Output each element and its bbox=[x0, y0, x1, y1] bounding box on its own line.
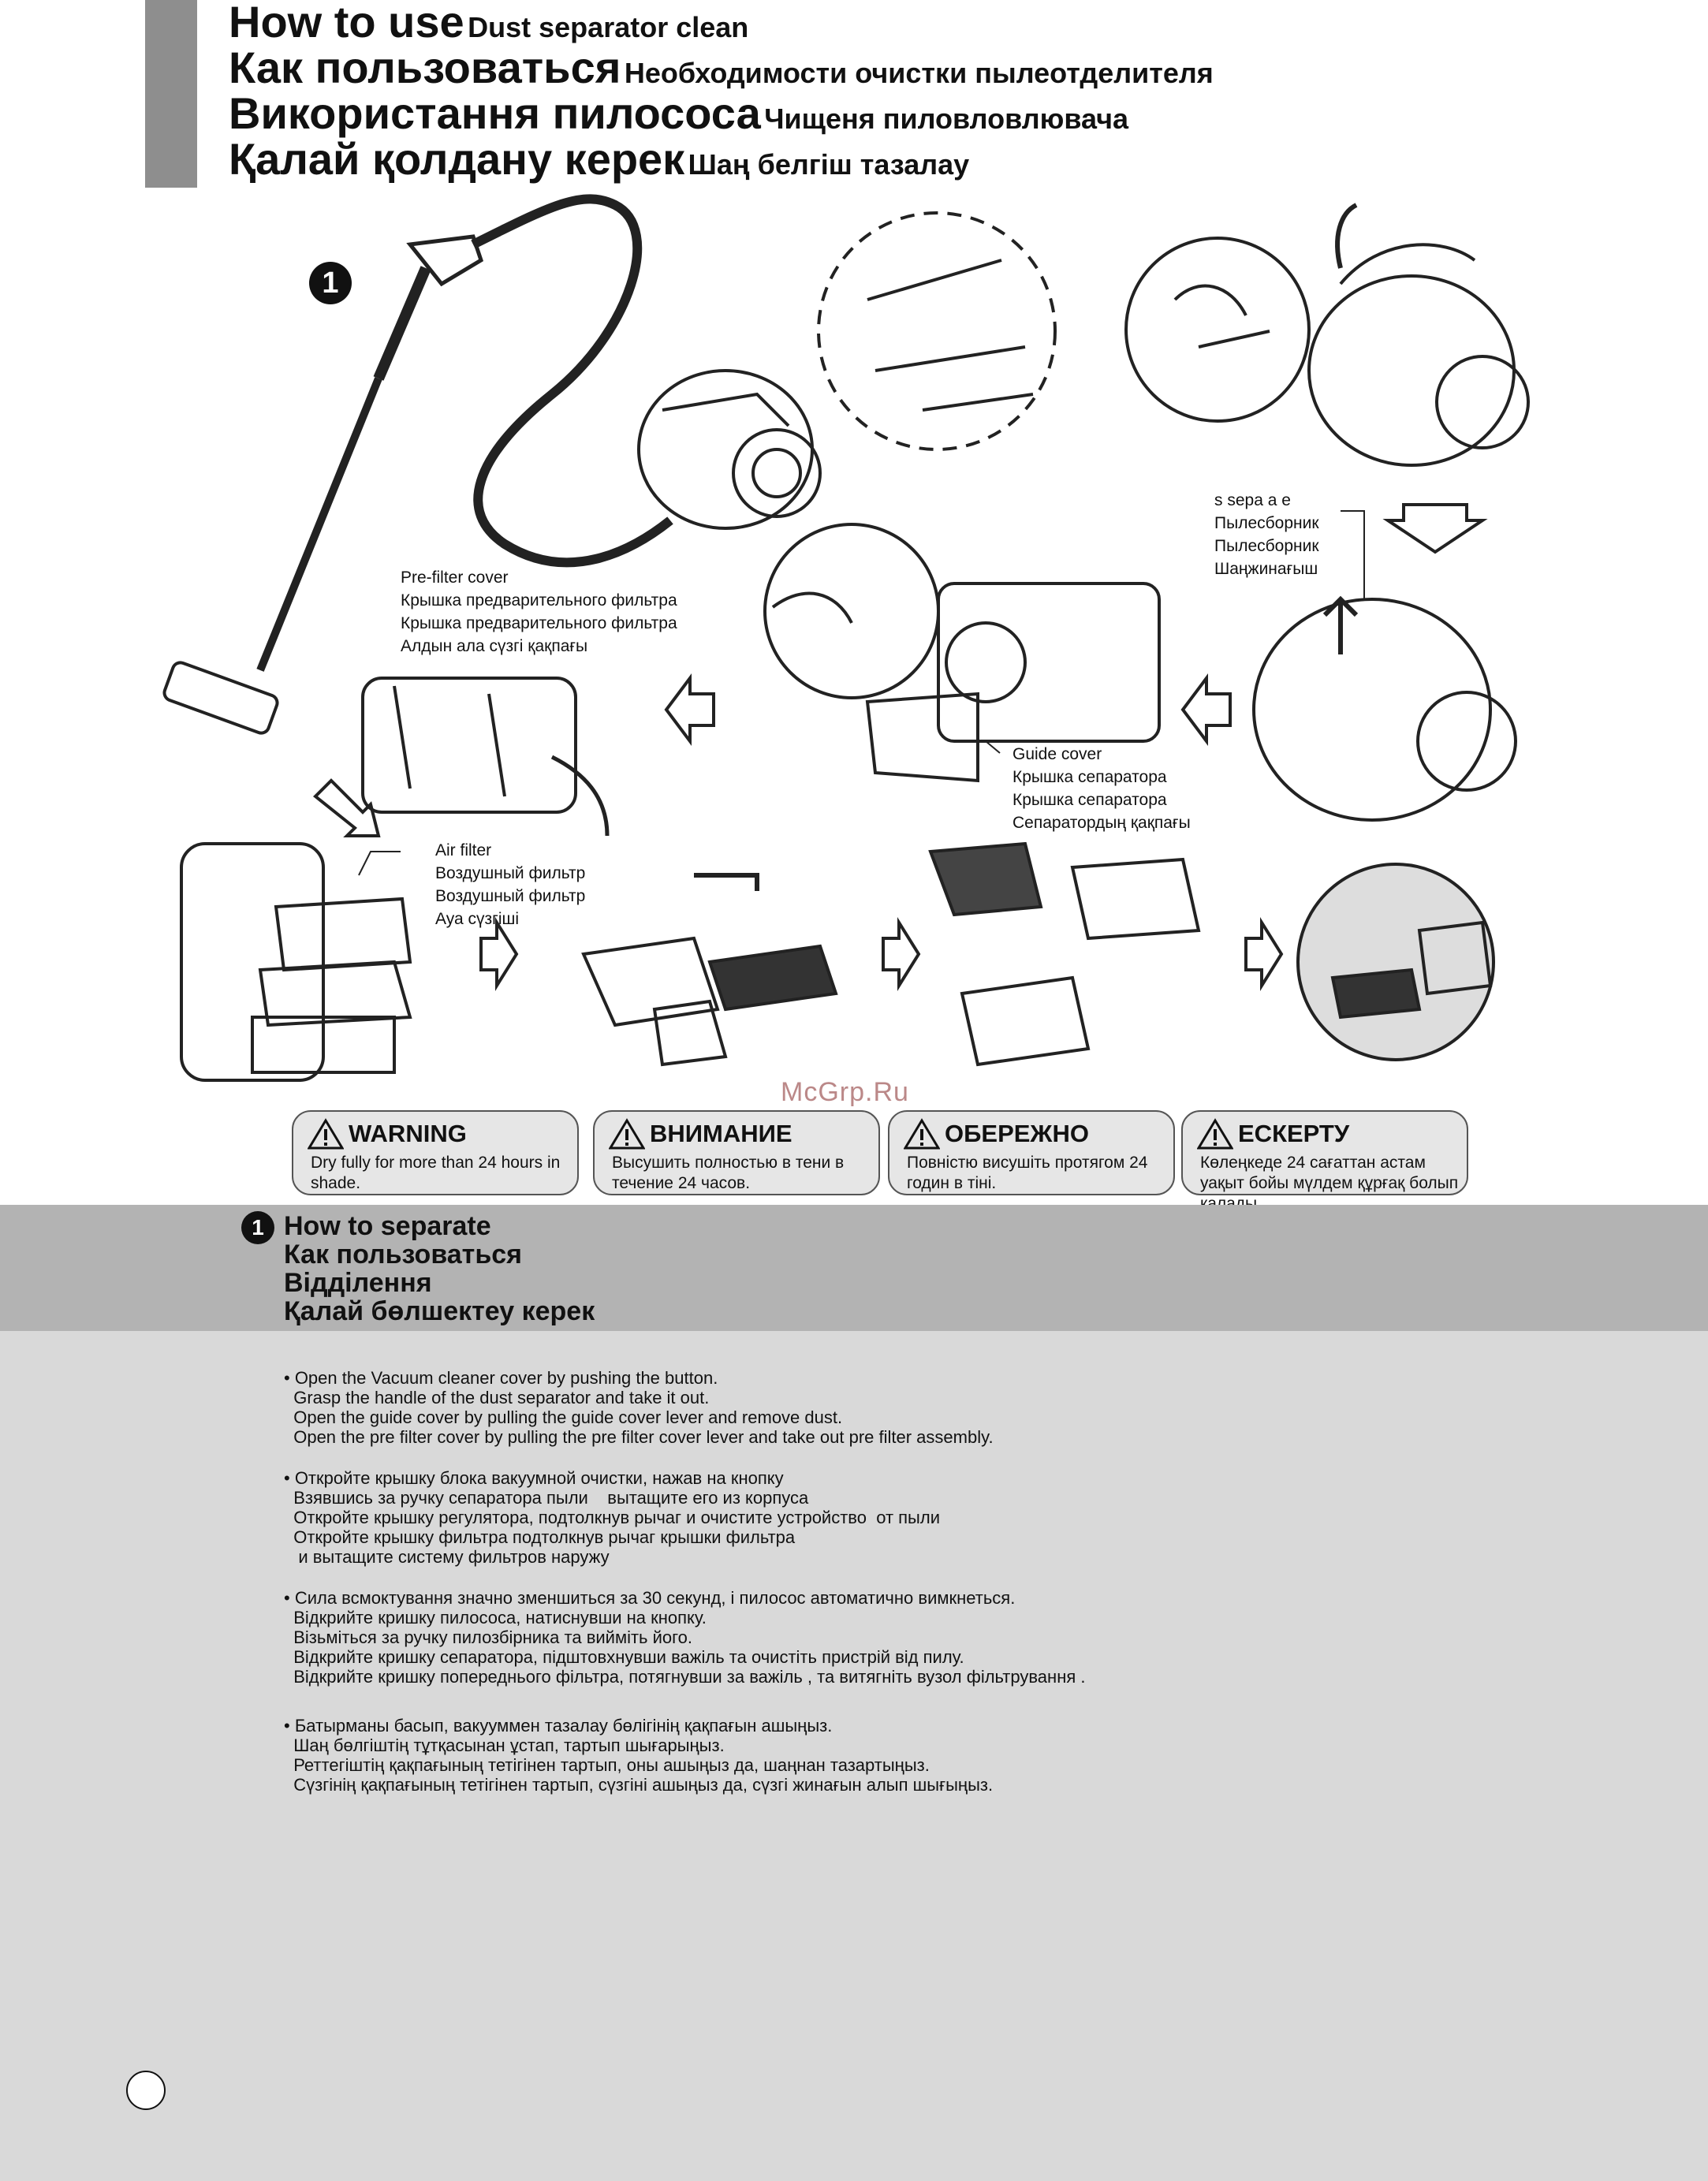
illustration-canvas bbox=[162, 194, 1530, 1082]
title-main-kk: Қалай қолдану керек bbox=[229, 134, 685, 184]
warning-text: Көлеңкеде 24 сағаттан астам уақыт бойы м… bbox=[1200, 1154, 1459, 1213]
step-badge: 1 bbox=[309, 262, 352, 304]
dust-separator-unit bbox=[937, 582, 1161, 743]
dust-separator-label-ru: Пылесборник bbox=[1214, 514, 1319, 532]
warning-title: ВНИМАНИЕ bbox=[650, 1120, 792, 1147]
section-title-kk: Қалай бөлшектеу керек bbox=[284, 1296, 595, 1326]
warning-text: Dry fully for more than 24 hours in shad… bbox=[311, 1154, 561, 1192]
zoom-detail-dried bbox=[1296, 863, 1495, 1061]
prefilter-cover-label-en: Pre-filter cover bbox=[401, 569, 509, 587]
air-filter-label-uk: Воздушный фильтр bbox=[435, 887, 586, 905]
instructions-kk: • Батырманы басып, вакууммен тазалау бөл… bbox=[284, 1716, 994, 1795]
warning-box-ru: ВНИМАНИЕ Высушить полностью в тени в теч… bbox=[593, 1110, 880, 1195]
air-filter-label-en: Air filter bbox=[435, 841, 492, 859]
watermark: McGrp.Ru bbox=[781, 1077, 909, 1107]
arrow-left-outline-1 bbox=[1180, 673, 1232, 746]
section-header-band bbox=[0, 1205, 1708, 1331]
guide-cover-label-uk: Крышка сепаратора bbox=[1012, 791, 1167, 809]
zoom-detail-button bbox=[1124, 237, 1311, 423]
title-line-ru: Как пользоваться Необходимости очистки п… bbox=[229, 46, 1214, 90]
prefilter-cover-label: Pre-filter cover Крышка предварительного… bbox=[401, 566, 677, 658]
guide-cover-label-ru: Крышка сепаратора bbox=[1012, 768, 1167, 786]
title-sub-kk: Шаң белгіш тазалау bbox=[688, 148, 970, 181]
vacuum-open-lid bbox=[1307, 274, 1516, 467]
arrow-right-outline-1 bbox=[479, 917, 519, 991]
drying-illustration bbox=[928, 841, 1043, 917]
warning-triangle-icon bbox=[904, 1118, 940, 1150]
warning-box-en: WARNING Dry fully for more than 24 hours… bbox=[292, 1110, 579, 1195]
header-accent-bar bbox=[145, 0, 197, 188]
guide-cover-label: Guide cover Крышка сепаратора Крышка сеп… bbox=[1012, 743, 1191, 834]
section-title-uk: Відділення bbox=[284, 1268, 432, 1298]
air-filter-label-kk: Ауа сүзгіші bbox=[435, 910, 520, 928]
title-main-ru: Как пользоваться bbox=[229, 43, 621, 92]
dust-separator-label-kk: Шаңжинағыш bbox=[1214, 560, 1318, 578]
air-filter-label-ru: Воздушный фильтр bbox=[435, 864, 586, 882]
prefilter-cover-label-uk: Крышка предварительного фильтра bbox=[401, 614, 677, 632]
air-filter-label: Air filter Воздушный фильтр Воздушный фи… bbox=[435, 839, 585, 930]
prefilter-cover-label-ru: Крышка предварительного фильтра bbox=[401, 591, 677, 610]
title-line-kk: Қалай қолдану керек Шаң белгіш тазалау bbox=[229, 137, 969, 181]
section-title-en: How to separate bbox=[284, 1211, 491, 1241]
title-main-uk: Використання пилососа bbox=[229, 88, 761, 138]
title-sub-uk: Чищеня пиловловлювача bbox=[764, 103, 1129, 135]
instructions-panel bbox=[0, 1205, 1708, 2181]
prefilter-cover-label-kk: Алдын ала сүзгі қақпағы bbox=[401, 637, 588, 655]
filter-housing bbox=[180, 842, 325, 1082]
warning-box-uk: ОБЕРЕЖНО Повністю висушіть протягом 24 г… bbox=[888, 1110, 1175, 1195]
prefilter-assembly bbox=[361, 677, 577, 814]
dust-separator-label-en: s sepa a e bbox=[1214, 491, 1291, 509]
warning-title: ОБЕРЕЖНО bbox=[945, 1120, 1089, 1147]
guide-cover-label-en: Guide cover bbox=[1012, 745, 1102, 763]
arrow-down-outline bbox=[1382, 503, 1488, 554]
section-title-ru: Как пользоваться bbox=[284, 1240, 522, 1269]
arrow-right-outline-2 bbox=[882, 917, 921, 991]
warning-title: ЕСКЕРТУ bbox=[1238, 1120, 1350, 1147]
section-step-badge: 1 bbox=[241, 1211, 274, 1244]
zoom-detail-dashed bbox=[817, 211, 1057, 451]
zoom-detail-lever bbox=[763, 523, 940, 699]
instructions-ru: • Откройте крышку блока вакуумной очистк… bbox=[284, 1468, 940, 1567]
dust-separator-label: s sepa a e Пылесборник Пылесборник Шаңжи… bbox=[1214, 489, 1319, 580]
title-sub-en: Dust separator clean bbox=[468, 11, 749, 43]
vacuum-separator-removal bbox=[1252, 598, 1492, 822]
warning-triangle-icon bbox=[308, 1118, 344, 1150]
arrow-right-outline-3 bbox=[1244, 917, 1284, 991]
instructions-en: • Open the Vacuum cleaner cover by pushi… bbox=[284, 1368, 994, 1447]
warning-text: Высушить полностью в тени в течение 24 ч… bbox=[612, 1154, 845, 1192]
arrow-diagonal-outline bbox=[313, 778, 381, 837]
title-sub-ru: Необходимости очистки пылеотделителя bbox=[624, 57, 1214, 89]
warning-triangle-icon bbox=[1197, 1118, 1233, 1150]
warning-title: WARNING bbox=[349, 1120, 467, 1147]
title-line-uk: Використання пилососа Чищеня пиловловлюв… bbox=[229, 91, 1128, 136]
arrow-left-outline-2 bbox=[664, 673, 715, 746]
guide-cover-label-kk: Сепаратордың қақпағы bbox=[1012, 814, 1191, 832]
warning-box-kk: ЕСКЕРТУ Көлеңкеде 24 сағаттан астам уақы… bbox=[1181, 1110, 1468, 1213]
warning-triangle-icon bbox=[609, 1118, 645, 1150]
title-line-en: How to use Dust separator clean bbox=[229, 0, 748, 44]
title-main-en: How to use bbox=[229, 0, 464, 47]
page-number-circle bbox=[126, 2071, 166, 2110]
instructions-uk: • Сила всмоктування значно зменшиться за… bbox=[284, 1588, 1086, 1687]
vacuum-cleaner-illustration bbox=[162, 194, 822, 735]
dust-separator-label-uk: Пылесборник bbox=[1214, 537, 1319, 555]
warning-text: Повністю висушіть протягом 24 годин в ті… bbox=[907, 1154, 1148, 1192]
faucet-illustration bbox=[694, 873, 759, 891]
